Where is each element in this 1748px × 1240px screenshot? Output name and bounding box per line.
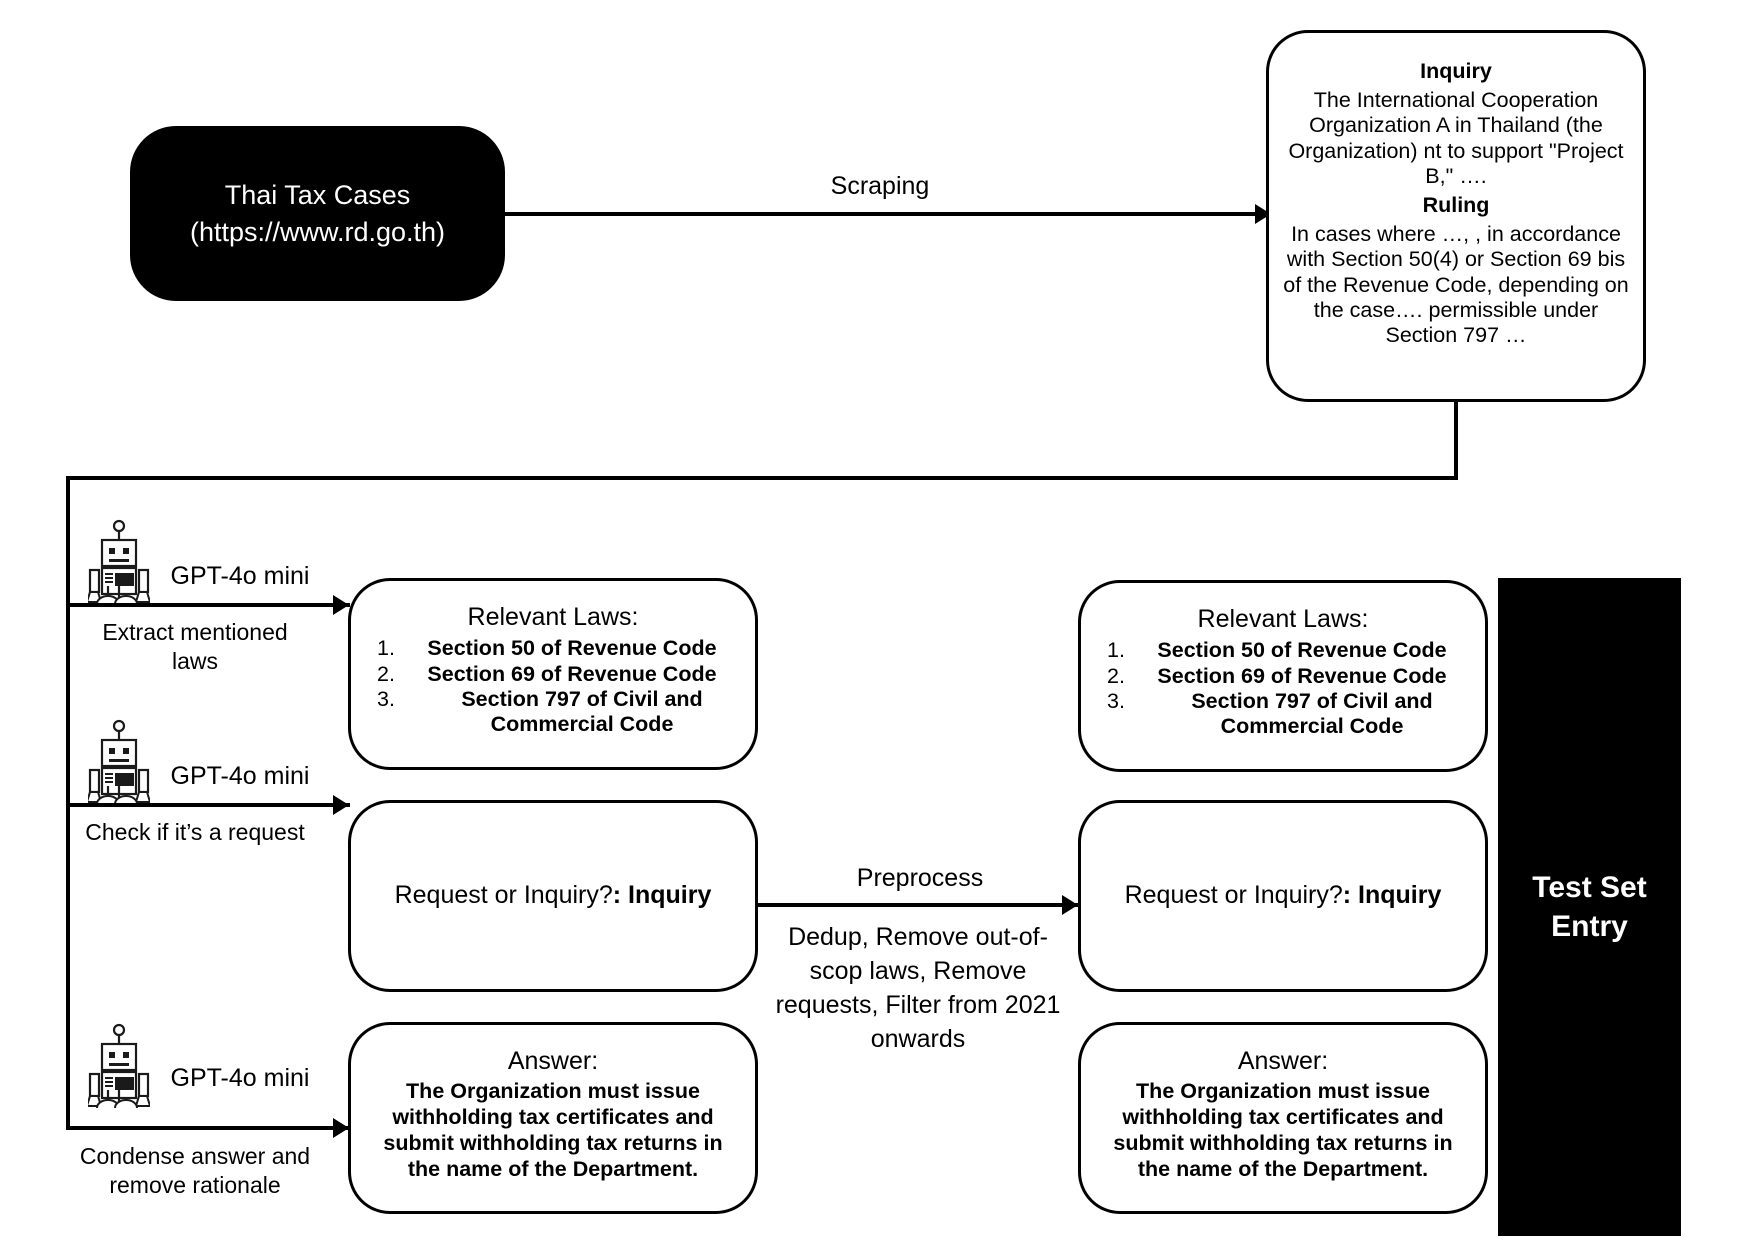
classify-value: : Inquiry — [612, 881, 712, 910]
edge-agent-3 — [66, 1126, 350, 1130]
classify-box-mid: Request or Inquiry?: Inquiry — [348, 800, 758, 992]
law-item: 2. Section 69 of Revenue Code — [1081, 664, 1485, 689]
classify-line: Request or Inquiry?: Inquiry — [395, 879, 712, 912]
agent-model-3: GPT-4o mini — [170, 1064, 310, 1092]
law-number: 1. — [377, 636, 395, 661]
classify-line: Request or Inquiry?: Inquiry — [1125, 879, 1442, 912]
law-text: Section 797 of Civil and Commercial Code — [461, 686, 703, 737]
agent-task-2: Check if it’s a request — [85, 819, 305, 845]
classify-box-right: Request or Inquiry?: Inquiry — [1078, 800, 1488, 992]
ruling-heading: Ruling — [1422, 193, 1490, 218]
agent-model-1: GPT-4o mini — [170, 562, 310, 590]
relevant-laws-list: 1. Section 50 of Revenue Code 2. Section… — [351, 636, 755, 737]
arrowhead-agent-1 — [333, 595, 349, 615]
answer-box-mid: Answer: The Organization must issue with… — [348, 1022, 758, 1214]
answer-text: The Organization must issue withholding … — [383, 1079, 723, 1181]
classify-value: : Inquiry — [1342, 881, 1442, 910]
edge-preprocess — [758, 903, 1078, 907]
law-item: 3. Section 797 of Civil and Commercial C… — [1081, 689, 1485, 740]
case-document-node: Inquiry The International Cooperation Or… — [1266, 30, 1646, 402]
law-item: 1. Section 50 of Revenue Code — [1081, 638, 1485, 663]
robot-icon — [88, 719, 150, 804]
relevant-laws-title: Relevant Laws: — [467, 603, 639, 631]
law-text: Section 69 of Revenue Code — [427, 661, 717, 686]
edge-scraping — [500, 212, 1260, 216]
arrowhead-agent-3 — [333, 1118, 349, 1138]
relevant-laws-box-right: Relevant Laws: 1. Section 50 of Revenue … — [1078, 580, 1488, 772]
law-item: 1. Section 50 of Revenue Code — [351, 636, 755, 661]
relevant-laws-box-mid: Relevant Laws: 1. Section 50 of Revenue … — [348, 578, 758, 770]
agent-model-2: GPT-4o mini — [170, 762, 310, 790]
law-text: Section 69 of Revenue Code — [1157, 663, 1447, 688]
test-set-entry-line-2: Entry — [1551, 910, 1628, 943]
classify-label: Request or Inquiry? — [394, 881, 613, 910]
edge-agent-1 — [66, 603, 350, 607]
arrowhead-agent-2 — [333, 795, 349, 815]
inquiry-body: The International Cooperation Organizati… — [1288, 87, 1624, 188]
law-item: 3. Section 797 of Civil and Commercial C… — [351, 687, 755, 738]
law-item: 2. Section 69 of Revenue Code — [351, 662, 755, 687]
agent-task-3: Condense answer and remove rationale — [79, 1143, 311, 1199]
answer-title: Answer: — [1237, 1047, 1329, 1075]
source-node: Thai Tax Cases (https://www.rd.go.th) — [130, 126, 505, 301]
test-set-entry-line-1: Test Set — [1532, 871, 1647, 904]
robot-icon — [88, 1023, 150, 1108]
answer-text: The Organization must issue withholding … — [1113, 1079, 1453, 1181]
test-set-entry-node: Test Set Entry — [1498, 578, 1681, 1236]
law-number: 2. — [377, 661, 395, 686]
ruling-body: In cases where …, , in accordance with S… — [1283, 222, 1629, 348]
relevant-laws-list: 1. Section 50 of Revenue Code 2. Section… — [1081, 638, 1485, 739]
law-text: Section 797 of Civil and Commercial Code — [1191, 688, 1433, 739]
edge-agent-2 — [66, 803, 350, 807]
source-url: (https://www.rd.go.th) — [189, 216, 446, 247]
law-text: Section 50 of Revenue Code — [1157, 638, 1447, 663]
agent-task-1: Extract mentioned laws — [102, 619, 288, 675]
relevant-laws-title: Relevant Laws: — [1197, 605, 1369, 633]
robot-icon — [88, 519, 150, 604]
law-number: 3. — [1107, 688, 1125, 713]
edge-label-preprocess: Preprocess — [856, 864, 984, 892]
arrowhead-preprocess — [1062, 895, 1078, 915]
law-text: Section 50 of Revenue Code — [427, 636, 717, 661]
edge-label-scraping: Scraping — [830, 172, 930, 200]
source-name: Thai Tax Cases — [224, 180, 411, 211]
edge-doc-left — [66, 476, 1458, 480]
law-number: 2. — [1107, 663, 1125, 688]
edge-doc-down — [1454, 400, 1458, 478]
law-number: 3. — [377, 686, 395, 711]
answer-box-right: Answer: The Organization must issue with… — [1078, 1022, 1488, 1214]
edge-label-preprocess-detail: Dedup, Remove out-of-scop laws, Remove r… — [775, 923, 1061, 1053]
classify-label: Request or Inquiry? — [1124, 881, 1343, 910]
answer-title: Answer: — [507, 1047, 599, 1075]
law-number: 1. — [1107, 638, 1125, 663]
inquiry-heading: Inquiry — [1420, 59, 1492, 83]
